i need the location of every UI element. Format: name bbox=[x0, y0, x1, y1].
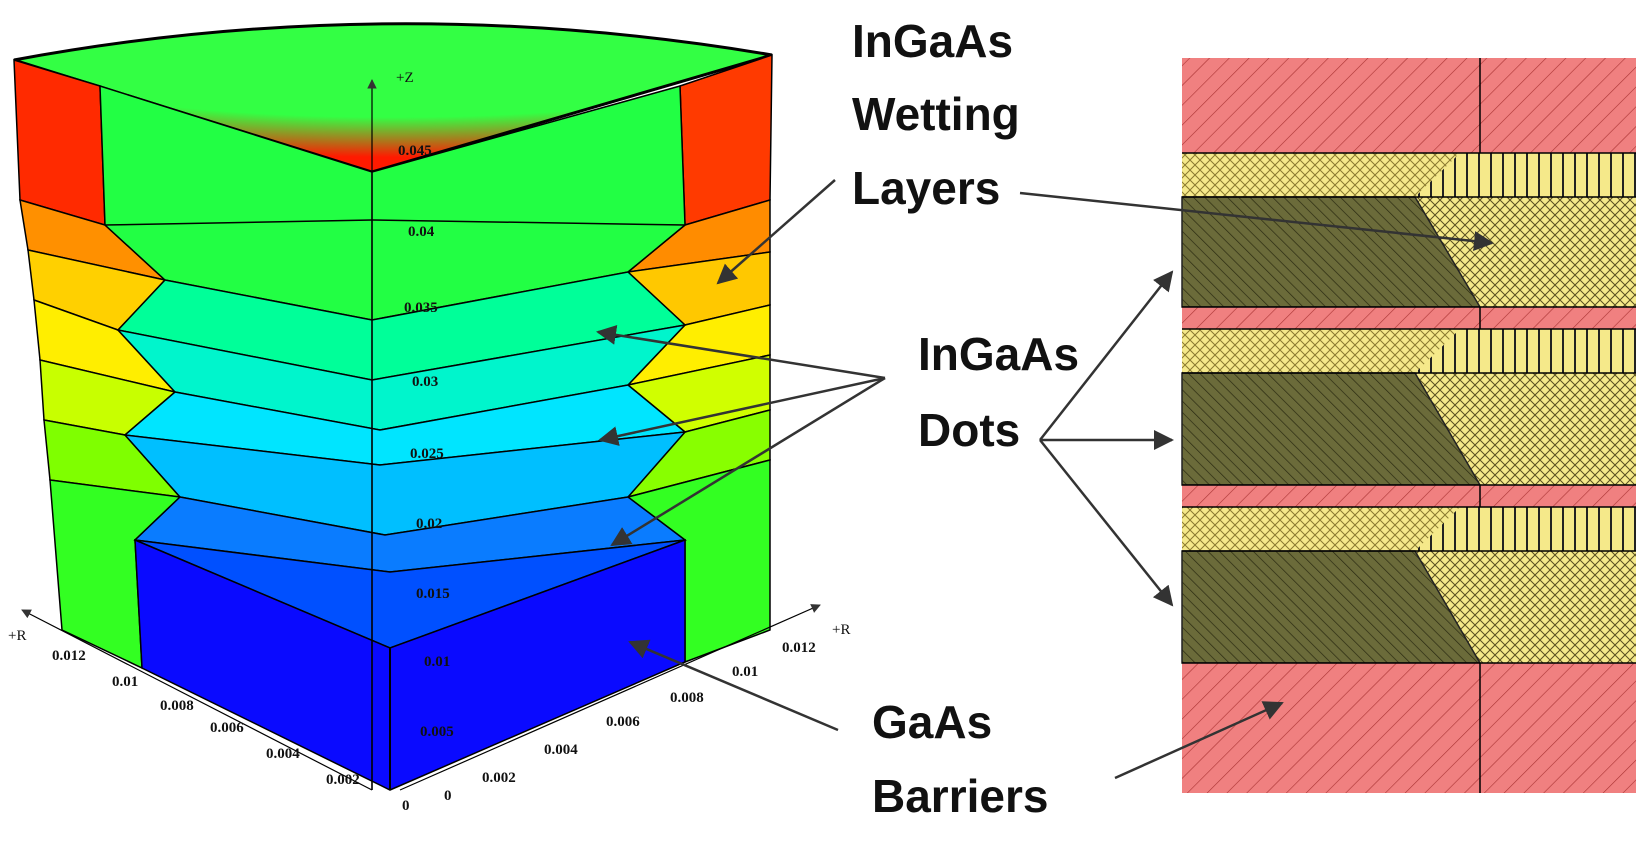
z-tick-2: 0.035 bbox=[404, 300, 438, 316]
barrier-bottom bbox=[1182, 663, 1636, 793]
r-right-tick-1: 0.01 bbox=[732, 664, 758, 680]
arrow-barrier-left bbox=[628, 639, 839, 732]
label-wetting-line3: Layers bbox=[852, 162, 1000, 214]
arrows bbox=[596, 179, 1494, 780]
arrow-barrier-right bbox=[1114, 701, 1284, 780]
left-barrier-top bbox=[13, 58, 106, 227]
label-wetting-line1: InGaAs bbox=[852, 15, 1013, 67]
arrow-dot-top bbox=[596, 324, 886, 380]
label-wetting: InGaAs Wetting Layers bbox=[852, 15, 1020, 214]
arrow-wetting-left bbox=[716, 179, 836, 285]
wetting-1-vert bbox=[1415, 153, 1636, 197]
arrow-wetting-right bbox=[1019, 191, 1494, 252]
arrow-dot-mid bbox=[598, 376, 886, 446]
r-left-label: +R bbox=[8, 628, 26, 644]
z-tick-0: 0.045 bbox=[398, 143, 432, 159]
arrow-dot-bottom bbox=[610, 376, 886, 547]
z-tick-6: 0.015 bbox=[416, 586, 450, 602]
r-left-tick-5: 0.002 bbox=[326, 772, 360, 788]
r-left-tick-1: 0.01 bbox=[112, 674, 138, 690]
r-axis-left: +R 0.012 0.01 0.008 0.006 0.004 0.002 bbox=[8, 609, 373, 791]
r-right-tick-5: 0.002 bbox=[482, 770, 516, 786]
r-left-tick-4: 0.004 bbox=[266, 746, 300, 762]
z-tick-3: 0.03 bbox=[412, 374, 438, 390]
r-right-tick-2: 0.008 bbox=[670, 690, 704, 706]
r-right-tick-4: 0.004 bbox=[544, 742, 578, 758]
barrier-2 bbox=[1182, 485, 1636, 507]
arrow-cs-dot-bottom bbox=[1039, 439, 1174, 607]
label-wetting-line2: Wetting bbox=[852, 88, 1020, 140]
label-barriers-line1: GaAs bbox=[872, 696, 992, 748]
r-left-tick-2: 0.008 bbox=[160, 698, 194, 714]
r-right-label: +R bbox=[832, 622, 850, 638]
wetting-3-vert bbox=[1415, 507, 1636, 551]
barrier-1 bbox=[1182, 307, 1636, 329]
wetting-2-vert bbox=[1415, 329, 1636, 373]
z-tick-5: 0.02 bbox=[416, 516, 442, 532]
cross-section bbox=[1181, 58, 1636, 793]
z-tick-9: 0 bbox=[402, 798, 410, 814]
z-axis: +Z 0.045 0.04 0.035 0.03 0.025 0.02 0.01… bbox=[367, 70, 454, 814]
label-dots-line1: InGaAs bbox=[918, 328, 1079, 380]
z-axis-label: +Z bbox=[396, 70, 414, 86]
model-3d: +Z 0.045 0.04 0.035 0.03 0.025 0.02 0.01… bbox=[8, 22, 850, 814]
z-tick-8: 0.005 bbox=[420, 724, 454, 740]
arrow-cs-dot-top bbox=[1039, 270, 1174, 441]
r-right-tick-6: 0 bbox=[444, 788, 452, 804]
barrier-top bbox=[1182, 58, 1636, 153]
label-barriers-line2: Barriers bbox=[872, 770, 1048, 822]
label-barriers: GaAs Barriers bbox=[872, 696, 1048, 822]
cross-section-lines bbox=[1182, 58, 1636, 793]
z-tick-7: 0.01 bbox=[424, 654, 450, 670]
label-dots: InGaAs Dots bbox=[918, 328, 1079, 456]
z-tick-1: 0.04 bbox=[408, 224, 435, 240]
top-surface bbox=[13, 22, 773, 174]
right-barrier-top bbox=[679, 53, 773, 226]
r-axis-right: +R 0.012 0.01 0.008 0.006 0.004 0.002 0 bbox=[399, 604, 850, 804]
r-right-tick-3: 0.006 bbox=[606, 714, 640, 730]
label-dots-line2: Dots bbox=[918, 404, 1020, 456]
z-tick-4: 0.025 bbox=[410, 446, 444, 462]
r-left-tick-0: 0.012 bbox=[52, 648, 86, 664]
r-left-tick-3: 0.006 bbox=[210, 720, 244, 736]
r-right-tick-0: 0.012 bbox=[782, 640, 816, 656]
